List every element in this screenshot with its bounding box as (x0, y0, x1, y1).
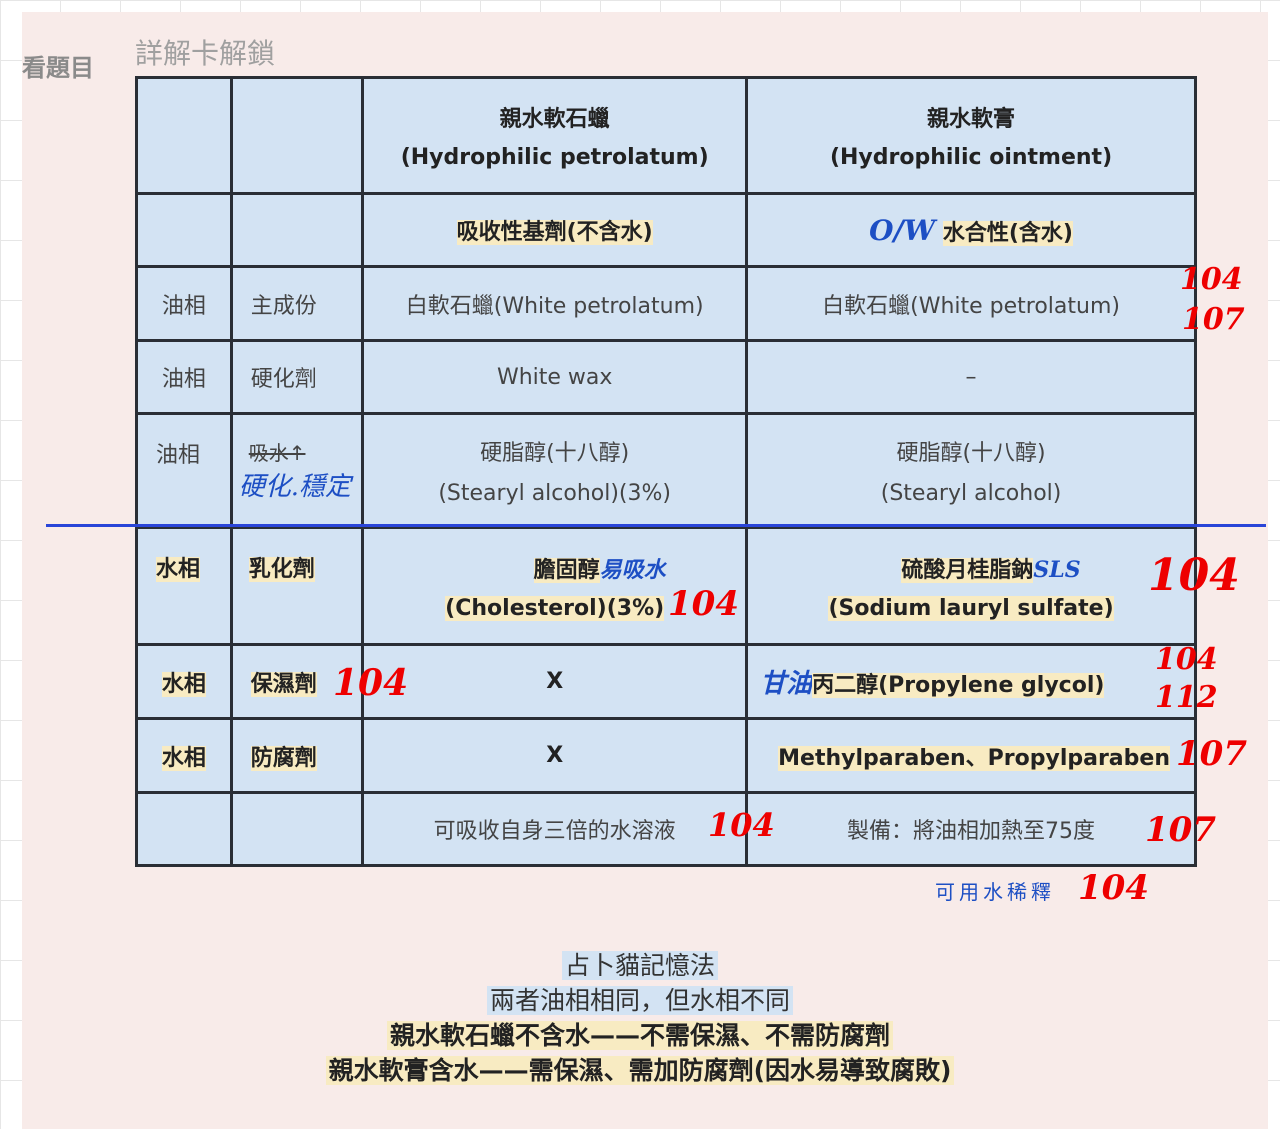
role-cell: 乳化劑 (248, 557, 315, 582)
handwritten-note: 硬化.穩定 (238, 472, 351, 502)
cell: (Stearyl alcohol) (880, 481, 1062, 506)
divider-line (46, 524, 1266, 527)
col2-en: (Hydrophilic ointment) (829, 145, 1113, 170)
comparison-table: 親水軟石蠟 (Hydrophilic petrolatum) 親水軟膏 (Hydro… (135, 76, 1197, 867)
phase-cell: 油相 (135, 412, 233, 529)
handwritten-number: 112 (1155, 680, 1218, 715)
mnemonic-line: 兩者油相相同，但水相不同 (486, 986, 793, 1015)
phase-cell: 水相 (156, 557, 201, 582)
col1-en: (Hydrophilic petrolatum) (400, 145, 709, 170)
phase-cell: 油相 (135, 339, 233, 415)
table-row: 油相主成份白軟石蠟(White petrolatum)白軟石蠟(White pe… (135, 265, 1197, 342)
handwritten-number: 104 (333, 662, 409, 704)
handwritten-note: 甘油 (760, 669, 813, 699)
page-title: 詳解卡解鎖 (135, 37, 276, 70)
table-row: 水相 防腐劑 X Methylparaben、Propylparaben (135, 717, 1197, 794)
view-question-label[interactable]: 看題目 (22, 54, 94, 82)
cell: 硬脂醇(十八醇) (480, 441, 630, 466)
handwritten-number: 107 (1176, 734, 1247, 774)
handwritten-number: 104 (1078, 868, 1149, 908)
handwritten-number: 104 (1180, 262, 1243, 297)
handwritten-number: 104 (668, 584, 739, 624)
role-cell: 防腐劑 (250, 745, 317, 771)
handwritten-number: 104 (1148, 550, 1240, 601)
table-row: 吸收性基劑(不含水) O/W 水合性(含水) (135, 192, 1197, 268)
cell: Methylparaben、Propylparaben (778, 745, 1170, 771)
handwritten-note: 易吸水 (599, 556, 666, 583)
cell: 製備：將油相加熱至75度 (745, 791, 1197, 867)
role-cell: 保濕劑 (250, 671, 317, 697)
type-cell: 吸收性基劑(不含水) (456, 220, 653, 245)
cell: 丙二醇(Propylene glycol) (812, 673, 1105, 698)
cell: White wax (361, 339, 749, 415)
role-cell: 硬化劑 (229, 339, 365, 415)
handwritten-note: O/W (869, 213, 936, 247)
type-cell: 水合性(含水) (942, 220, 1073, 246)
table-row: 水相 乳化劑 膽固醇易吸水 (Cholesterol)(3%) 硫酸月桂脂鈉SLS (… (135, 526, 1197, 646)
cell: 可吸收自身三倍的水溶液 (361, 791, 749, 867)
phase-cell: 水相 (161, 745, 206, 771)
handwritten-number: 107 (1182, 302, 1245, 337)
cell: 硫酸月桂脂鈉 (901, 557, 1034, 583)
table-row: 油相 吸水↑ 硬化.穩定 硬脂醇(十八醇) (Stearyl alcohol)(3%… (135, 412, 1197, 529)
mnemonic-block: 占卜貓記憶法 兩者油相相同，但水相不同 親水軟石蠟不含水——不需保濕、不需防腐劑… (0, 948, 1280, 1088)
role-cell: 主成份 (229, 265, 365, 342)
role-cell: 吸水↑ (248, 441, 306, 465)
cell: 白軟石蠟(White petrolatum) (745, 265, 1197, 342)
handwritten-number: 104 (708, 806, 775, 844)
phase-cell: 油相 (135, 265, 233, 342)
mnemonic-title: 占卜貓記憶法 (561, 951, 718, 980)
handwritten-note: 可用水稀釋 (935, 880, 1055, 904)
col1-name: 親水軟石蠟 (499, 107, 610, 132)
table-row: 可吸收自身三倍的水溶液製備：將油相加熱至75度 (135, 791, 1197, 867)
handwritten-note: SLS (1033, 556, 1081, 583)
cell: 硬脂醇(十八醇) (896, 441, 1046, 466)
cell: X (361, 717, 749, 794)
table-row: 水相 保濕劑 X 甘油丙二醇(Propylene glycol) (135, 643, 1197, 720)
cell: (Cholesterol)(3%) (445, 595, 665, 621)
cell: (Sodium lauryl sulfate) (828, 595, 1114, 621)
table-row: 親水軟石蠟 (Hydrophilic petrolatum) 親水軟膏 (Hydro… (135, 76, 1197, 195)
cell: X (361, 643, 749, 720)
cell: (Stearyl alcohol)(3%) (438, 481, 672, 506)
phase-cell: 水相 (161, 671, 206, 697)
handwritten-number: 104 (1155, 642, 1218, 677)
handwritten-number: 107 (1145, 810, 1216, 850)
cell: 膽固醇 (533, 557, 600, 583)
mnemonic-line: 親水軟石蠟不含水——不需保濕、不需防腐劑 (386, 1021, 893, 1050)
cell: 白軟石蠟(White petrolatum) (361, 265, 749, 342)
cell: – (745, 339, 1197, 415)
col2-name: 親水軟膏 (927, 107, 1016, 132)
mnemonic-line: 親水軟膏含水——需保濕、需加防腐劑(因水易導致腐敗) (325, 1056, 955, 1085)
